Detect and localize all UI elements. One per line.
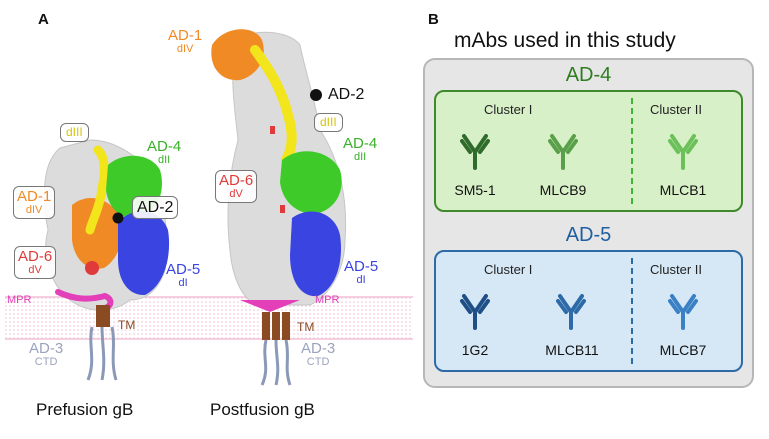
ad4-antibody-name: MLCB9 [539, 182, 587, 198]
antibody-icon [460, 294, 490, 330]
post-mpr-label: MPR [315, 294, 340, 306]
panel-a-letter: A [38, 11, 49, 28]
ad5-cluster1-label: Cluster I [484, 262, 533, 277]
pre-ad2-dot [112, 212, 124, 224]
postfusion-caption: Postfusion gB [210, 400, 315, 419]
antibody-icon [548, 134, 578, 170]
antibody-icon [556, 294, 586, 330]
ad4-title: AD-4 [565, 64, 612, 86]
post-ad2-dot [310, 89, 322, 101]
ad4-antibody-name: MLCB1 [659, 182, 707, 198]
ad5-group: Cluster I Cluster II 1G2 MLCB11 MLCB7 [434, 250, 743, 372]
prefusion-caption: Prefusion gB [36, 400, 134, 419]
postfusion-structure [211, 29, 347, 386]
prefusion-structure [43, 139, 170, 381]
membrane [5, 297, 413, 339]
antibody-icon [668, 134, 698, 170]
post-ad2-label: AD-2 [328, 86, 365, 103]
ad4-cluster1-label: Cluster I [484, 102, 533, 117]
mab-outer-box: AD-4 Cluster I Cluster II SM5-1 MLCB9 ML… [423, 58, 754, 388]
panel-b-title: mAbs used in this study [454, 29, 676, 52]
panel-b-letter: B [428, 11, 439, 28]
ad5-cluster2-label: Cluster II [650, 262, 703, 277]
antibody-icon [460, 134, 490, 170]
post-tm-label: TM [297, 320, 315, 334]
ad5-antibody-name: MLCB11 [545, 342, 599, 358]
pre-tm-label: TM [118, 318, 136, 332]
protein-structures-graphic [5, 29, 413, 386]
ad5-antibody-name: MLCB7 [659, 342, 707, 358]
antibody-icon [668, 294, 698, 330]
pre-ad2-label: AD-2 [132, 196, 179, 219]
post-diii-label: dIII [314, 113, 343, 132]
ad4-antibody-name: SM5-1 [454, 182, 496, 198]
ad5-antibody-name: 1G2 [461, 342, 489, 358]
ad4-divider [631, 98, 633, 204]
pre-mpr-label: MPR [7, 294, 32, 306]
ad5-divider [631, 258, 633, 364]
pre-diii-label: dIII [60, 123, 89, 142]
ad4-cluster2-label: Cluster II [650, 102, 703, 117]
ad4-group: Cluster I Cluster II SM5-1 MLCB9 MLCB1 [434, 90, 743, 212]
ad5-title: AD-5 [565, 224, 612, 246]
